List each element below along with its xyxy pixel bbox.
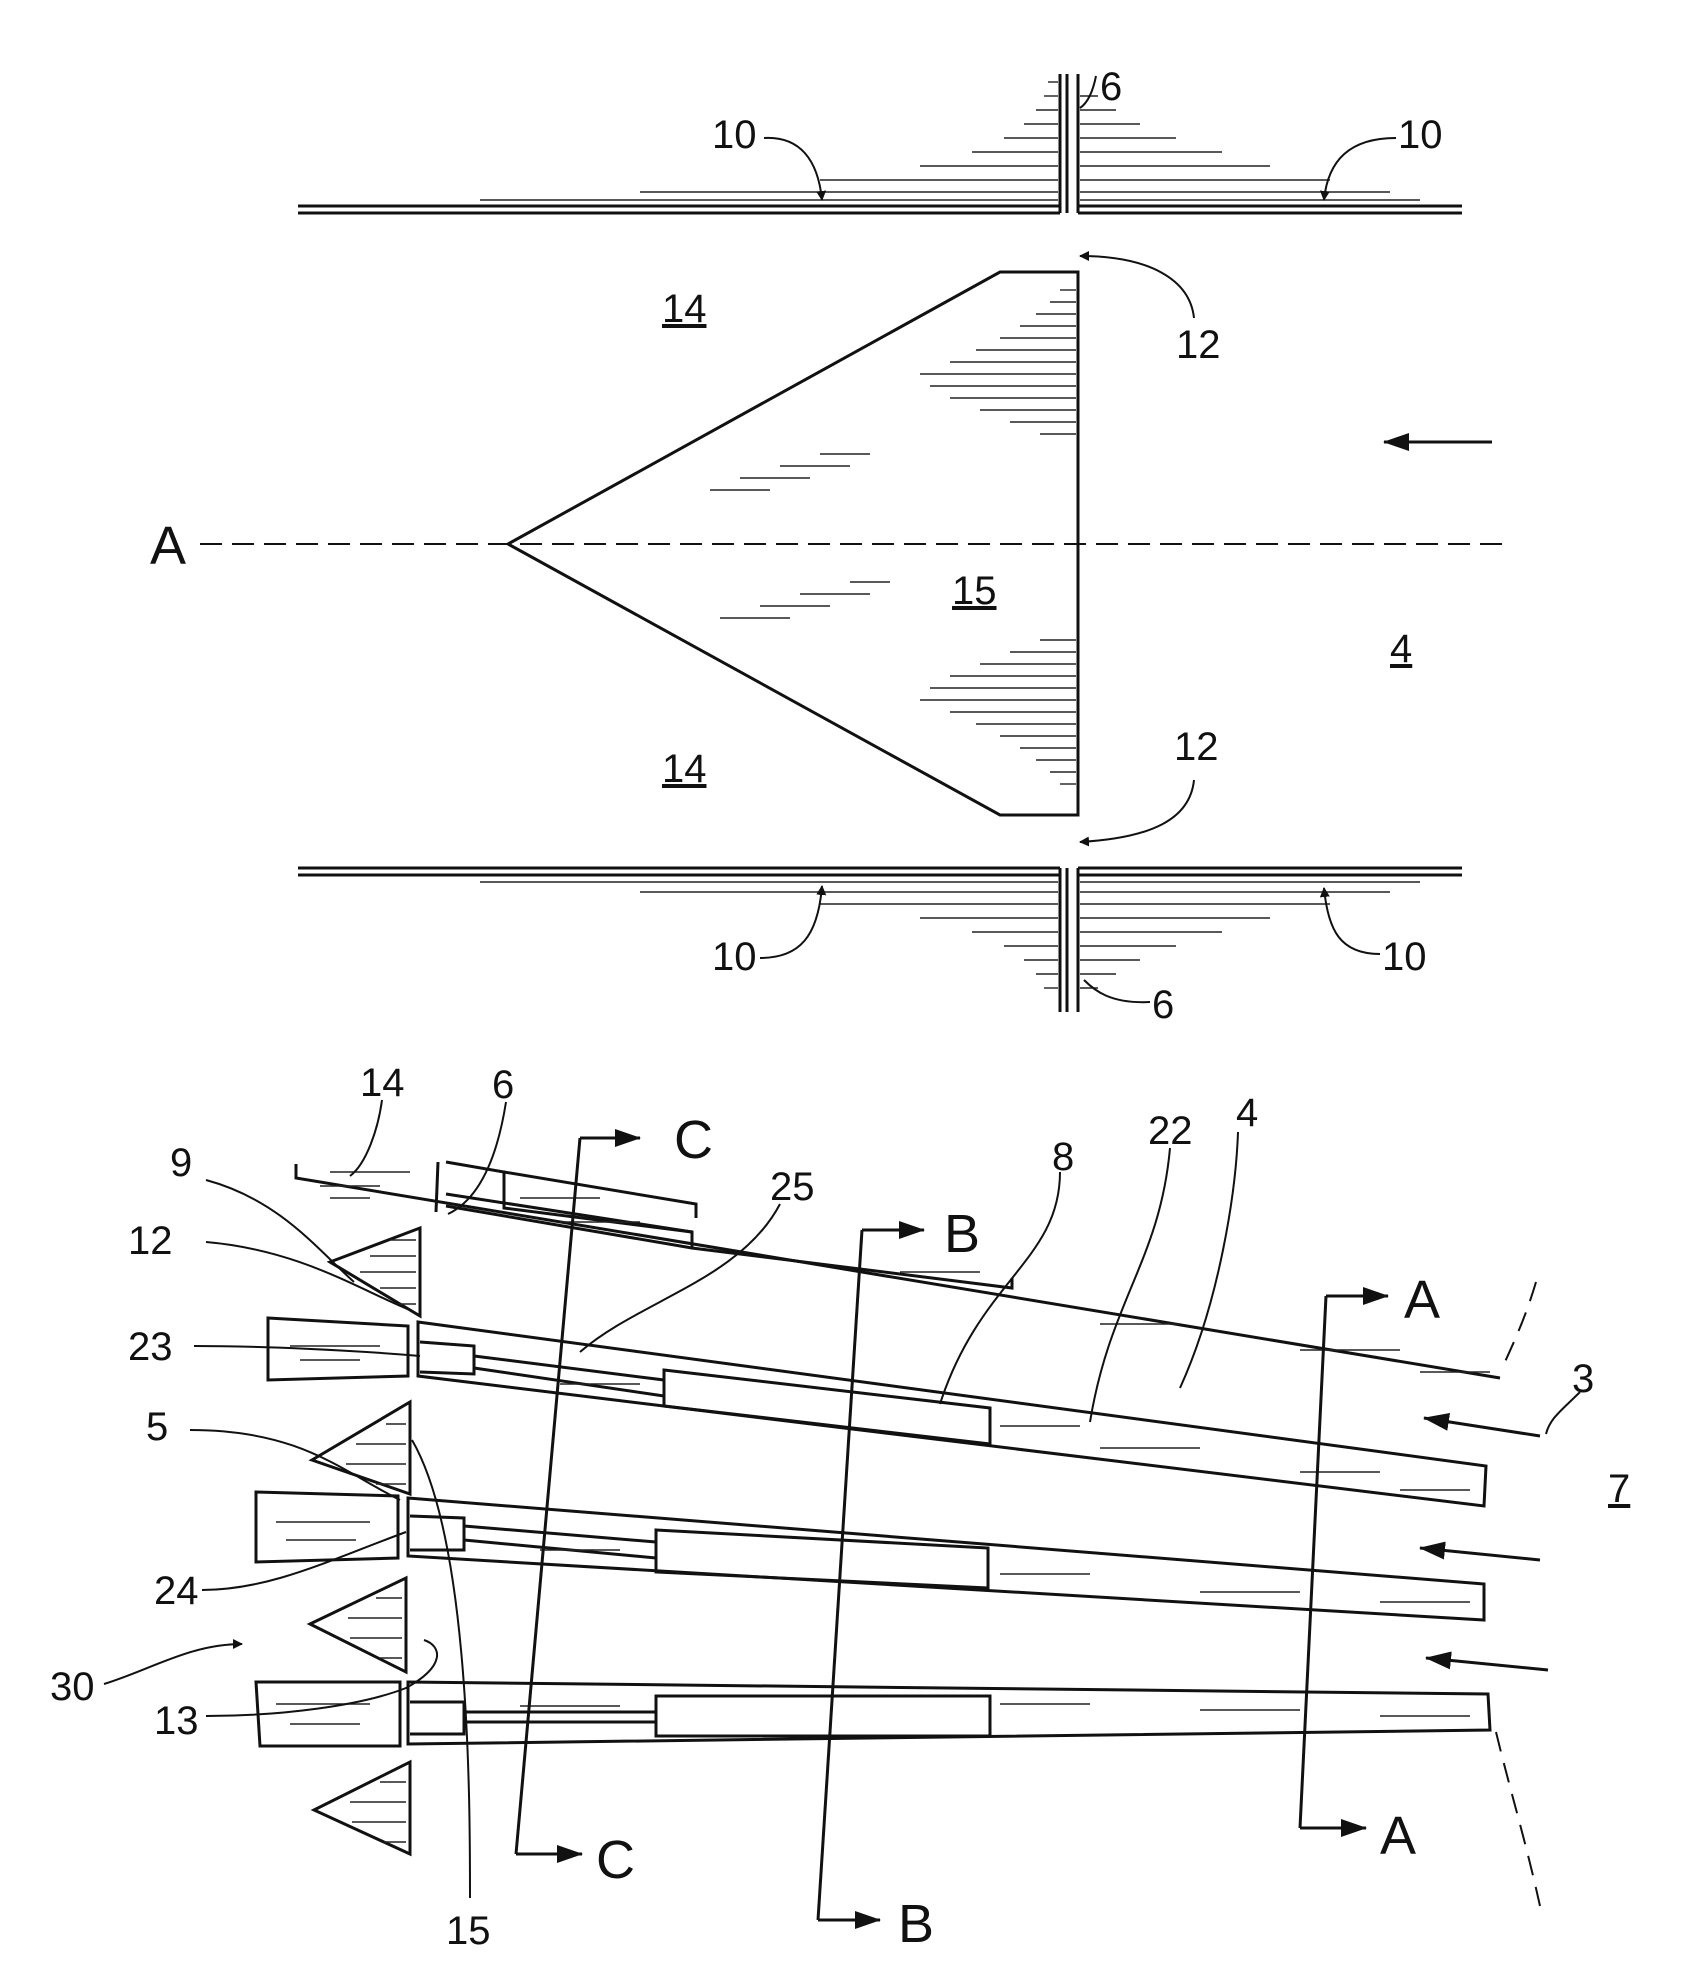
slot-label-top: 6: [1100, 65, 1122, 109]
label-23: 23: [128, 1325, 173, 1369]
lower-wall: [298, 868, 1462, 1012]
flow-region-label: 4: [1390, 627, 1412, 671]
slot-label-bottom: 6: [1152, 983, 1174, 1027]
wall-label-bottom-left: 10: [712, 935, 757, 979]
label-14: 14: [360, 1061, 405, 1105]
upper-wall-hatching: [480, 82, 1420, 200]
label-9: 9: [170, 1141, 192, 1185]
axis-label: A: [150, 516, 186, 576]
label-12: 12: [128, 1219, 173, 1263]
label-15: 15: [446, 1909, 491, 1953]
upper-wall: [298, 74, 1462, 213]
label-30: 30: [50, 1665, 95, 1709]
gap-label-bottom: 12: [1174, 725, 1219, 769]
label-13: 13: [154, 1699, 199, 1743]
region-label-lower: 14: [662, 747, 707, 791]
label-25: 25: [770, 1165, 815, 1209]
label-24: 24: [154, 1569, 199, 1613]
casing-dashes: [1496, 1282, 1540, 1906]
section-a-bottom-label: A: [1380, 1806, 1416, 1866]
top-figure: 10 10 6 12 14 15 4 14 12 A 10 10 6: [150, 65, 1512, 1027]
label-3: 3: [1572, 1357, 1594, 1401]
label-4: 4: [1236, 1091, 1258, 1135]
region-label-upper: 14: [662, 287, 707, 331]
bottom-figure: 14 6 9 12 25 8 22 4 23 3 5 7 24 30 13 15…: [50, 1061, 1630, 1954]
section-c-top-label: C: [674, 1110, 713, 1170]
wall-label-top-left: 10: [712, 113, 757, 157]
label-8: 8: [1052, 1135, 1074, 1179]
wall-label-bottom-right: 10: [1382, 935, 1427, 979]
section-b-bottom-label: B: [898, 1894, 934, 1954]
gap-label-top: 12: [1176, 323, 1221, 367]
section-a-top-label: A: [1404, 1270, 1440, 1330]
label-5: 5: [146, 1405, 168, 1449]
section-b-top-label: B: [944, 1204, 980, 1264]
label-22: 22: [1148, 1109, 1193, 1153]
body-label: 15: [952, 569, 997, 613]
inlet-arrows: [1420, 1418, 1548, 1670]
section-c-bottom-label: C: [596, 1830, 635, 1890]
blade-2: [256, 1492, 1484, 1620]
lower-wall-hatching: [480, 882, 1420, 988]
label-7: 7: [1608, 1467, 1630, 1511]
label-6: 6: [492, 1063, 514, 1107]
wall-label-top-right: 10: [1398, 113, 1443, 157]
